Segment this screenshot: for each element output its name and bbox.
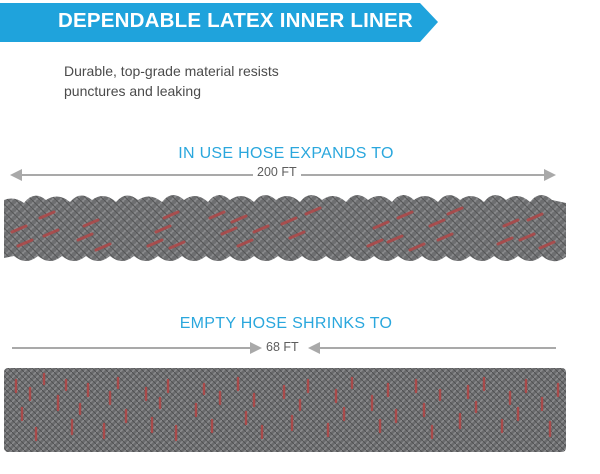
shrunk-heading: EMPTY HOSE SHRINKS TO <box>179 315 393 332</box>
shrunk-length-arrow <box>12 342 556 354</box>
banner-title: DEPENDABLE LATEX INNER LINER <box>58 9 413 32</box>
shrunk-length-value: 68 FT <box>262 340 303 354</box>
expanded-heading: IN USE HOSE EXPANDS TO <box>178 145 394 162</box>
header-banner: DEPENDABLE LATEX INNER LINER <box>0 0 440 42</box>
feature-description: Durable, top-grade material resists punc… <box>64 63 279 99</box>
banner-shape <box>0 3 438 42</box>
expanded-hose-image <box>4 194 566 262</box>
expanded-length-value: 200 FT <box>253 165 301 179</box>
shrunk-hose-image <box>4 368 566 452</box>
